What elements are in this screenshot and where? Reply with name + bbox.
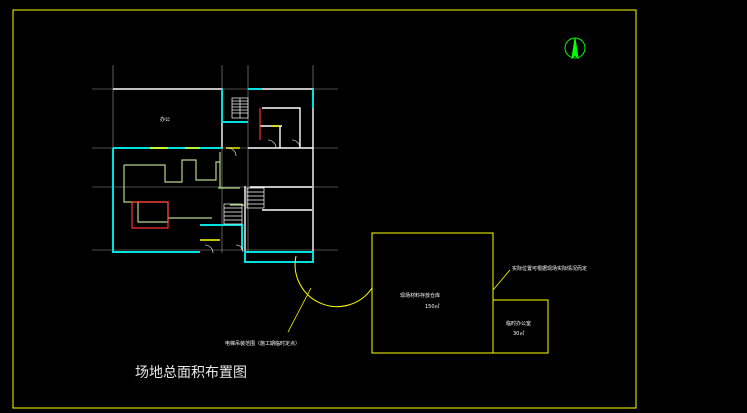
yellow-lines <box>150 125 280 241</box>
red-walls <box>131 108 261 229</box>
office-area: 30㎡ <box>513 331 525 337</box>
cyan-walls <box>112 88 314 263</box>
room-label: 办公 <box>160 117 171 123</box>
adjust-note: 实际位置可根据现场实际情况而定 <box>512 266 588 272</box>
storage-zone <box>371 232 494 354</box>
drawing-frame <box>12 9 637 409</box>
crane-leader-line <box>287 287 312 333</box>
adjust-leader-line <box>492 269 511 291</box>
storage-area: 150㎡ <box>425 304 440 310</box>
office-name: 临时办公室 <box>506 321 532 327</box>
door-swing-icon <box>204 139 301 254</box>
drawing-title: 场地总面积布置图 <box>135 365 247 381</box>
storage-name: 现场材料存放仓库 <box>400 293 441 299</box>
crane-note: 电梯吊装范围（施工期临时定点） <box>225 341 301 347</box>
stair-icon <box>223 97 265 225</box>
crane-range-arc <box>294 255 373 308</box>
north-arrow-icon <box>564 37 586 60</box>
office-zone <box>492 299 549 354</box>
